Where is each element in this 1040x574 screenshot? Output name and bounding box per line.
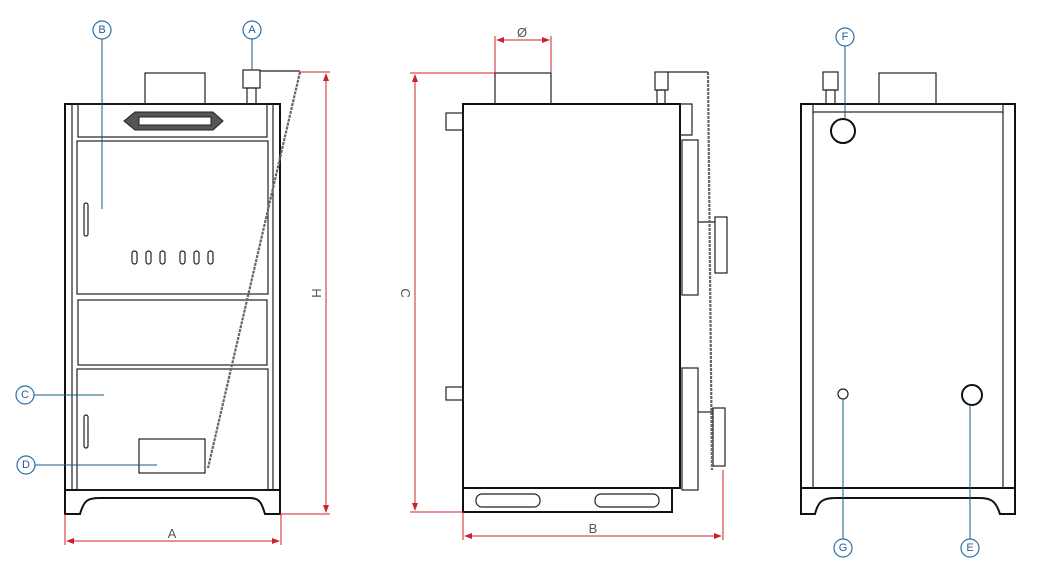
back-view: F G E xyxy=(800,27,1016,558)
callout-b xyxy=(92,20,112,40)
dimension-a-label: A xyxy=(168,526,177,541)
upper-handle-side xyxy=(714,216,728,274)
lower-door-side xyxy=(681,367,699,491)
grille-slot xyxy=(138,116,212,126)
upper-door-side xyxy=(681,139,699,296)
regulator-chain-side xyxy=(706,71,714,471)
side-view: Ø C B xyxy=(398,25,728,540)
callout-e xyxy=(960,538,980,558)
safety-valve-back xyxy=(822,71,839,91)
front-view: H A B A C D xyxy=(15,20,330,545)
base-slot-left xyxy=(475,493,541,508)
lower-door-handle xyxy=(83,414,89,449)
front-base xyxy=(64,490,281,515)
flue-outlet xyxy=(144,72,206,105)
callout-a xyxy=(242,20,262,40)
return-connection-bottom xyxy=(445,386,464,401)
back-top-strip xyxy=(812,103,1004,113)
dimension-h-label: H xyxy=(309,288,324,297)
lower-handle-side xyxy=(712,407,726,467)
safety-valve-side xyxy=(654,71,669,91)
callout-e-label: E xyxy=(966,542,973,554)
air-holes xyxy=(131,250,214,265)
valve-pipe-side xyxy=(656,89,666,105)
callout-g-label: G xyxy=(839,542,848,554)
middle-panel xyxy=(77,299,268,366)
top-panel xyxy=(77,103,268,138)
regulator-chain xyxy=(206,71,302,469)
dimension-c-label: C xyxy=(398,288,413,297)
callout-f xyxy=(835,27,855,47)
side-base xyxy=(462,487,673,513)
drain-connection xyxy=(837,388,849,400)
safety-valve xyxy=(242,69,261,89)
base-slot-right xyxy=(594,493,660,508)
dimension-diameter-label: Ø xyxy=(517,25,527,40)
valve-pipe-back xyxy=(825,89,836,105)
valve-pipe xyxy=(246,87,257,105)
callout-g xyxy=(833,538,853,558)
lower-door xyxy=(76,368,269,491)
flow-connection xyxy=(830,118,856,144)
callout-d xyxy=(16,455,36,475)
flue-outlet-side xyxy=(494,72,552,105)
callout-a-label: A xyxy=(248,24,256,36)
dimension-b-label: B xyxy=(589,521,598,536)
air-flap xyxy=(138,438,206,474)
top-panel-side xyxy=(680,103,693,136)
callout-d-label: D xyxy=(22,459,30,471)
upper-door xyxy=(76,140,269,295)
back-body xyxy=(800,103,1016,489)
callout-f-label: F xyxy=(842,31,849,43)
upper-door-handle xyxy=(83,202,89,237)
flue-outlet-back xyxy=(878,72,937,105)
return-connection xyxy=(961,384,983,406)
callout-b-label: B xyxy=(98,24,105,36)
callout-c-label: C xyxy=(21,389,29,401)
back-base xyxy=(800,488,1016,515)
side-body xyxy=(462,103,681,489)
return-connection-top xyxy=(445,112,464,131)
callout-c xyxy=(15,385,35,405)
